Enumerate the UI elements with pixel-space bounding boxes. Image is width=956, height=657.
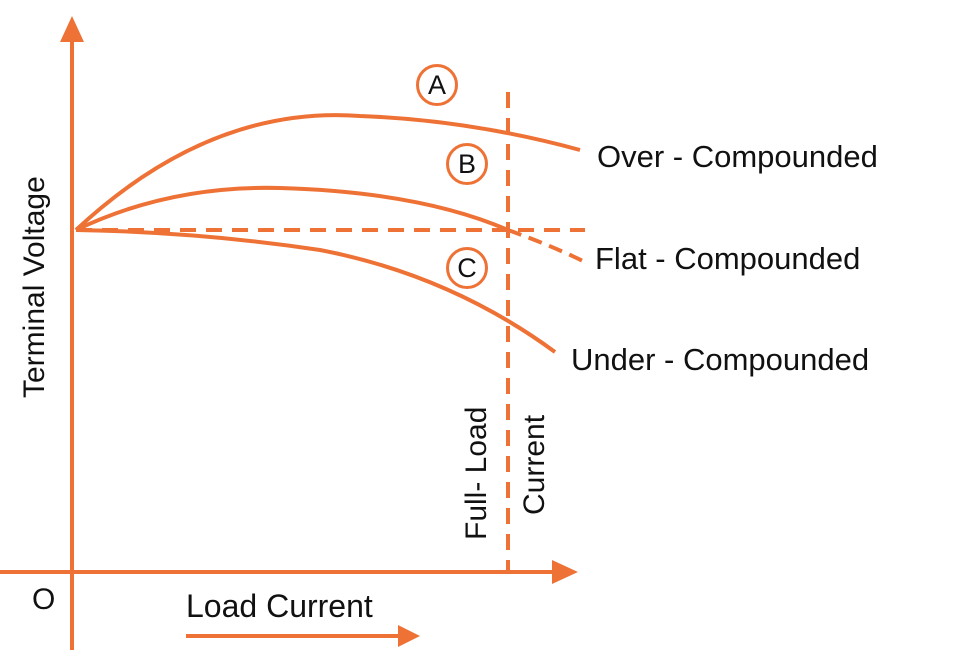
y-axis-arrow [60, 16, 84, 42]
flat-compounded-label: Flat - Compounded [595, 241, 861, 276]
origin-label: O [32, 583, 56, 616]
under-compounded-label: Under - Compounded [571, 342, 870, 377]
full-load-label-line2: Current [518, 414, 551, 515]
x-axis-arrow [552, 560, 578, 584]
load-current-arrow-head [398, 625, 420, 647]
over-compounded-curve [74, 113, 581, 232]
y-axis-label: Terminal Voltage [18, 176, 51, 398]
curve-marker-c: C [446, 247, 488, 289]
flat-compounded-curve [75, 185, 509, 232]
curve-marker-b: B [446, 143, 488, 185]
under-compounded-curve [75, 228, 557, 354]
flat-compounded-curve-extension [507, 228, 586, 264]
over-compounded-label: Over - Compounded [597, 139, 878, 174]
x-axis-label: Load Current [186, 588, 373, 624]
full-load-label-line1: Full- Load [460, 406, 493, 540]
curve-marker-a: A [416, 64, 458, 106]
